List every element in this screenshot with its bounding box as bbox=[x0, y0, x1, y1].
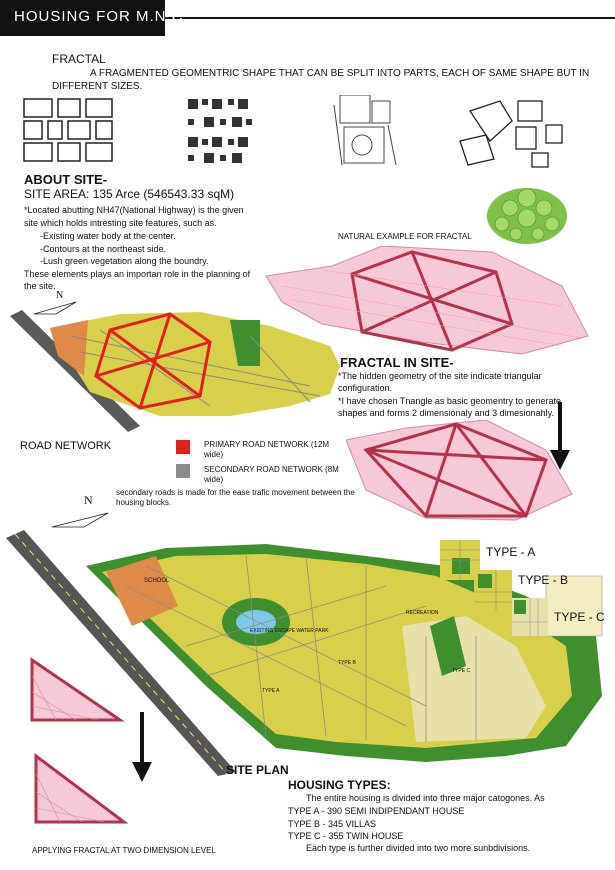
arrow-down-icon bbox=[132, 712, 152, 782]
fractal-sketch-2 bbox=[188, 99, 252, 163]
primary-road-legend-line2: wide) bbox=[204, 450, 224, 459]
type-c-block-label: TYPE C bbox=[452, 668, 471, 674]
fractal-triangle-bottom bbox=[34, 753, 129, 824]
compass-icon bbox=[51, 512, 109, 528]
compass-icon bbox=[33, 301, 77, 315]
secondary-road-legend-line1: SECONDARY ROAD NETWORK (8M bbox=[204, 465, 339, 474]
fractal-overlay-top bbox=[265, 246, 589, 355]
fractal-sketch-4 bbox=[459, 100, 563, 168]
housing-type-b: TYPE B - 345 VILLAS bbox=[288, 819, 377, 829]
fractal-in-site-heading: FRACTAL IN SITE- bbox=[340, 355, 454, 370]
about-site-line: These elements plays an importan role in… bbox=[24, 269, 251, 279]
type-c-thumbnail bbox=[512, 598, 548, 636]
type-b-thumbnail bbox=[474, 570, 512, 610]
primary-road-legend-line1: PRIMARY ROAD NETWORK (12M bbox=[204, 440, 330, 449]
fractal-sketch-3 bbox=[333, 95, 397, 166]
type-c-label: TYPE - C bbox=[554, 610, 605, 624]
natural-example-caption: NATURAL EXAMPLE FOR FRACTAL bbox=[338, 232, 472, 241]
page-title: HOUSING FOR M.N.C bbox=[14, 8, 184, 25]
housing-type-a: TYPE A - 390 SEMI INDIPENDANT HOUSE bbox=[288, 806, 465, 816]
romanesco-image bbox=[487, 188, 567, 244]
title-block bbox=[0, 0, 165, 36]
applying-fractal-caption: APPLYING FRACTAL AT TWO DIMENSION LEVEL bbox=[32, 846, 216, 855]
type-a-block-label: TYPE A bbox=[262, 688, 280, 694]
about-site-line: *Located abutting NH47(National Highway)… bbox=[24, 205, 244, 215]
title-bar: HOUSING FOR M.N.C bbox=[0, 0, 615, 36]
site-plan-label: SITE PLAN bbox=[226, 763, 289, 777]
secondary-road-note-line1: secondary roads is made for the ease tra… bbox=[116, 488, 355, 497]
recreation-label: RECREATION bbox=[406, 610, 439, 616]
school-label: SCHOOL bbox=[144, 578, 170, 584]
housing-types-outro: Each type is further divided into two mo… bbox=[306, 843, 531, 853]
fractal-sketches bbox=[23, 95, 563, 168]
fractal-definition-line2: DIFFERENT SIZES. bbox=[52, 81, 143, 92]
secondary-road-legend-line2: wide) bbox=[204, 475, 224, 484]
north-label: N bbox=[56, 290, 64, 301]
type-a-thumbnail bbox=[440, 540, 480, 580]
fractal-in-site-line: *I have chosen Tnangle as basic geomentr… bbox=[338, 396, 561, 406]
fractal-overlay-middle bbox=[346, 420, 573, 521]
road-network-label: ROAD NETWORK bbox=[20, 440, 112, 452]
arrow-down-icon bbox=[550, 402, 570, 470]
type-b-block-label: TYPE B bbox=[338, 660, 356, 666]
fractal-heading: FRACTAL bbox=[52, 52, 106, 66]
site-plan-map bbox=[6, 530, 603, 776]
fractal-in-site-line: configuration. bbox=[338, 383, 393, 393]
fractal-sketch-1 bbox=[23, 98, 113, 162]
site-area: SITE AREA: 135 Arce (546543.33 sqM) bbox=[24, 187, 235, 201]
about-site-line: site which holds intresting site feature… bbox=[24, 218, 217, 228]
housing-types-heading: HOUSING TYPES: bbox=[288, 778, 391, 792]
primary-road-swatch bbox=[176, 440, 190, 454]
about-site-line: -Existing water body at the center. bbox=[40, 231, 176, 241]
about-site-line: the site. bbox=[24, 281, 56, 291]
fractal-definition-line1: A FRAGMENTED GEOMENTRIC SHAPE THAT CAN B… bbox=[90, 68, 590, 79]
about-site-line: -Contours at the northeast side. bbox=[40, 244, 167, 254]
housing-types-intro: The entire housing is divided into three… bbox=[306, 793, 545, 803]
fractal-in-site-line: shapes and forms 2 dimensionaly and 3 di… bbox=[338, 408, 554, 418]
secondary-road-swatch bbox=[176, 464, 190, 478]
title-rule bbox=[165, 17, 615, 19]
about-site-heading: ABOUT SITE- bbox=[24, 172, 108, 187]
housing-type-c: TYPE C - 355 TWIN HOUSE bbox=[288, 831, 404, 841]
lake-label: EXISTING ESCAPE WATER PARK bbox=[250, 628, 329, 634]
fractal-in-site-line: *The hidden geometry of the site indicat… bbox=[338, 371, 542, 381]
about-site-line: -Lush green vegetation along the boundry… bbox=[40, 256, 209, 266]
type-a-label: TYPE - A bbox=[486, 545, 536, 559]
road-network-map bbox=[10, 310, 340, 432]
north-label: N bbox=[84, 493, 93, 507]
secondary-road-note-line2: housing blocks. bbox=[116, 498, 172, 507]
fractal-triangle-top bbox=[30, 657, 125, 722]
type-b-label: TYPE - B bbox=[518, 573, 569, 587]
